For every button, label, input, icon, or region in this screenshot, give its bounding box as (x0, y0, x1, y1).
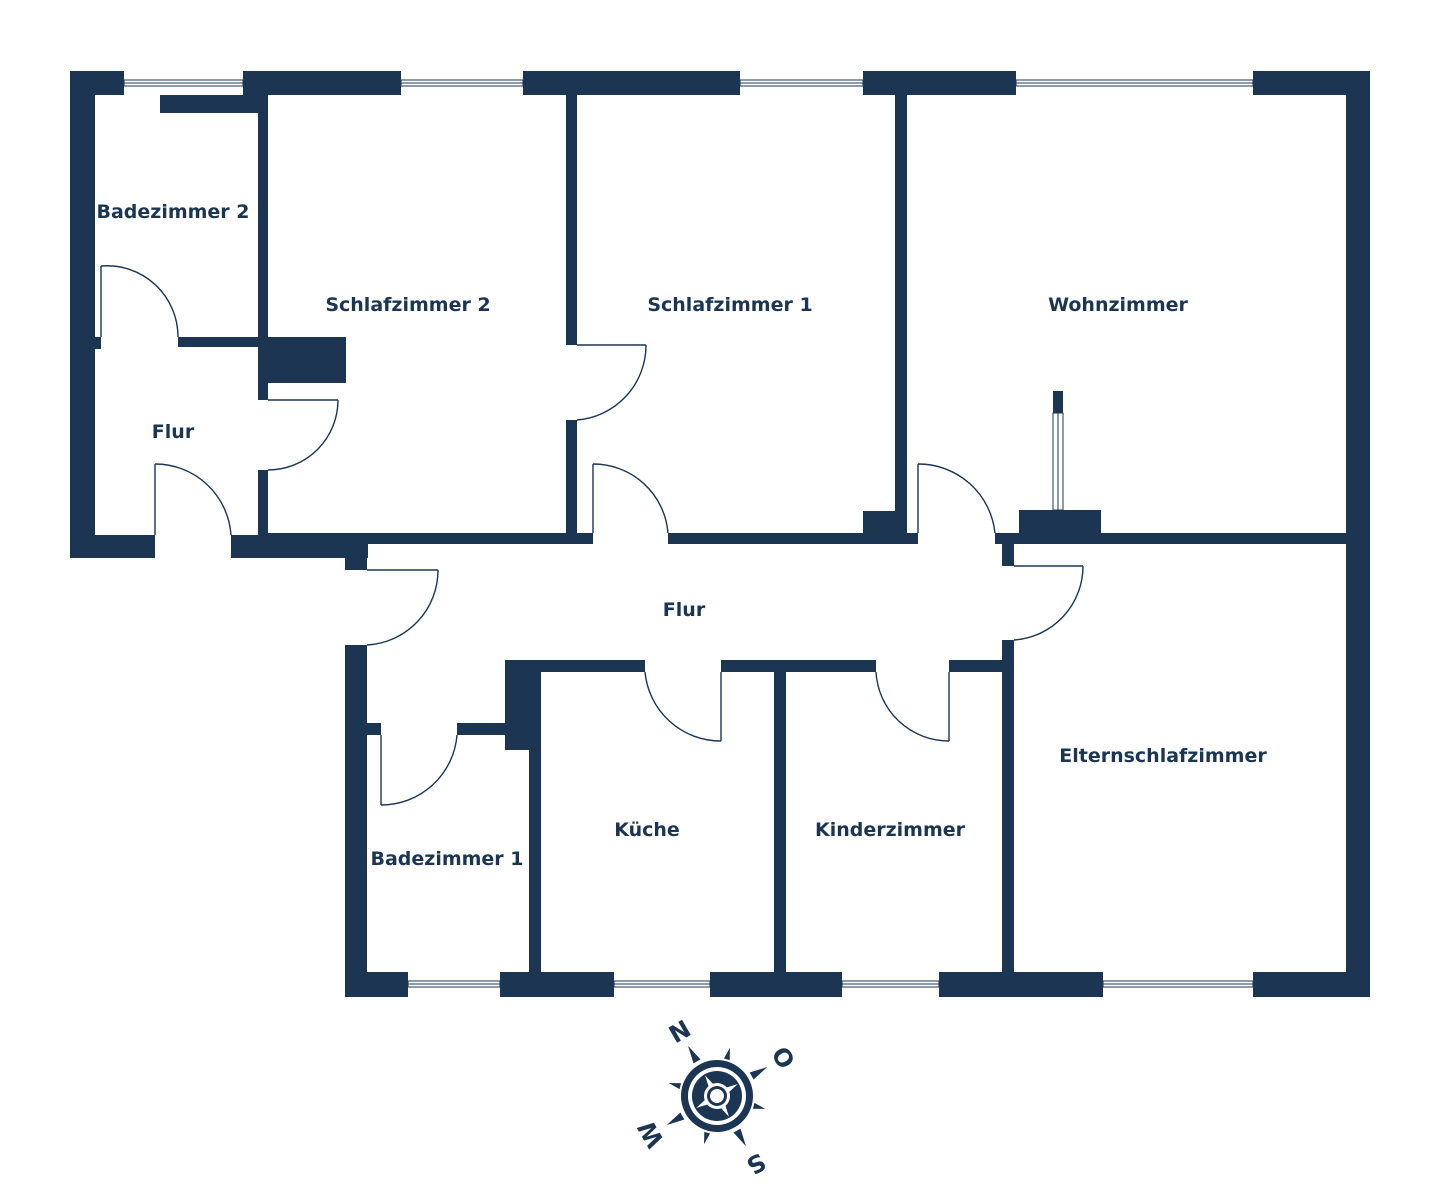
compass-east: O (766, 1042, 800, 1074)
room-labels: Badezimmer 2 Schlafzimmer 2 Schlafzimmer… (96, 201, 1267, 870)
room-label-elternschlafzimmer: Elternschlafzimmer (1059, 745, 1267, 767)
room-label-schlafzimmer-2: Schlafzimmer 2 (325, 294, 490, 316)
windows (123, 79, 1254, 988)
room-label-wohnzimmer: Wohnzimmer (1048, 294, 1188, 316)
compass-rose-icon: N S O W (632, 1015, 800, 1180)
compass-south: S (742, 1147, 771, 1180)
room-label-schlafzimmer-1: Schlafzimmer 1 (647, 294, 812, 316)
compass-north: N (664, 1015, 695, 1049)
walls (70, 71, 1370, 997)
room-label-flur-west: Flur (152, 421, 195, 443)
room-label-badezimmer-1: Badezimmer 1 (370, 848, 523, 870)
room-label-flur-central: Flur (663, 599, 706, 621)
doors (100, 265, 1084, 806)
room-label-kueche: Küche (614, 819, 680, 841)
room-label-badezimmer-2: Badezimmer 2 (96, 201, 249, 223)
compass-west: W (632, 1116, 669, 1153)
room-label-kinderzimmer: Kinderzimmer (815, 819, 966, 841)
